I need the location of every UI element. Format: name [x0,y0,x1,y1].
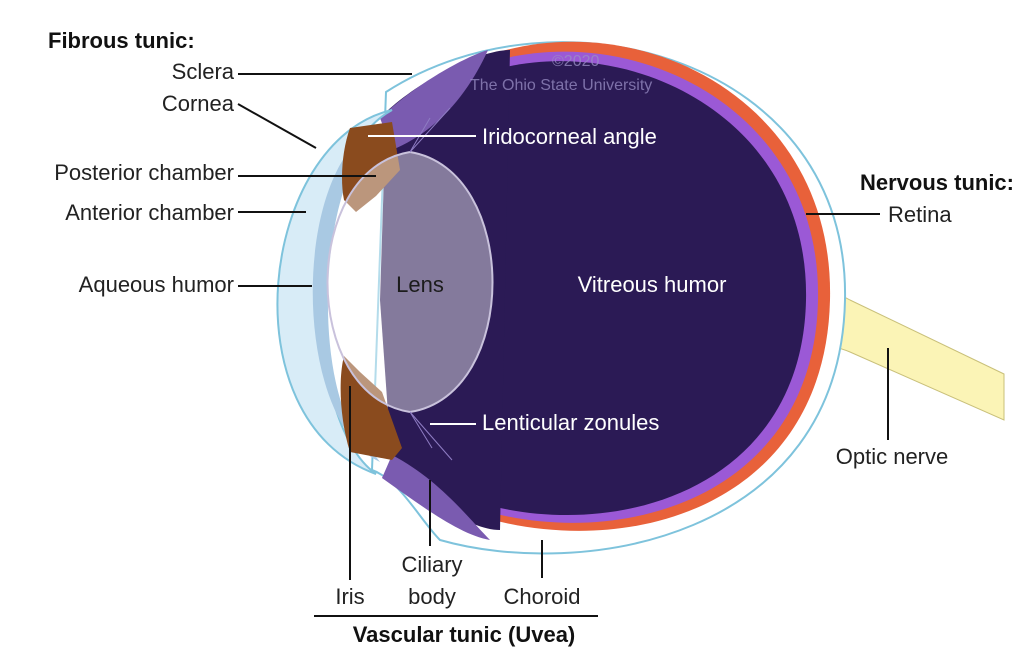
iris-upper [342,122,400,212]
label-sclera: Sclera [172,59,235,84]
label-lenticular-zonules: Lenticular zonules [482,410,659,435]
label-fibrous-tunic: Fibrous tunic: [48,28,195,53]
label-nervous-tunic: Nervous tunic: [860,170,1014,195]
label-ciliary-body-line1: Ciliary [401,552,462,577]
label-ciliary-body-line2: body [408,584,456,609]
label-retina: Retina [888,202,952,227]
label-lens: Lens [396,272,444,297]
ciliary-body-upper [380,50,488,150]
label-choroid: Choroid [503,584,580,609]
label-vascular-tunic: Vascular tunic (Uvea) [353,622,576,647]
anterior-chamber [312,124,382,462]
label-vitreous-humor: Vitreous humor [578,272,727,297]
label-cornea: Cornea [162,91,235,116]
label-anterior-chamber: Anterior chamber [65,200,234,225]
label-iridocorneal-angle: Iridocorneal angle [482,124,657,149]
watermark-line1: ©2020 [552,53,599,70]
iris-lower [340,356,402,460]
vitreous-body [470,61,807,516]
leader-cornea [237,103,317,149]
ciliary-body-lower [382,455,490,540]
label-posterior-chamber: Posterior chamber [54,160,234,185]
anterior-uveal-region [380,50,510,530]
label-optic-nerve: Optic nerve [836,444,949,469]
label-iris: Iris [335,584,364,609]
label-aqueous-humor: Aqueous humor [79,272,234,297]
watermark-line2: The Ohio State University [470,77,652,94]
